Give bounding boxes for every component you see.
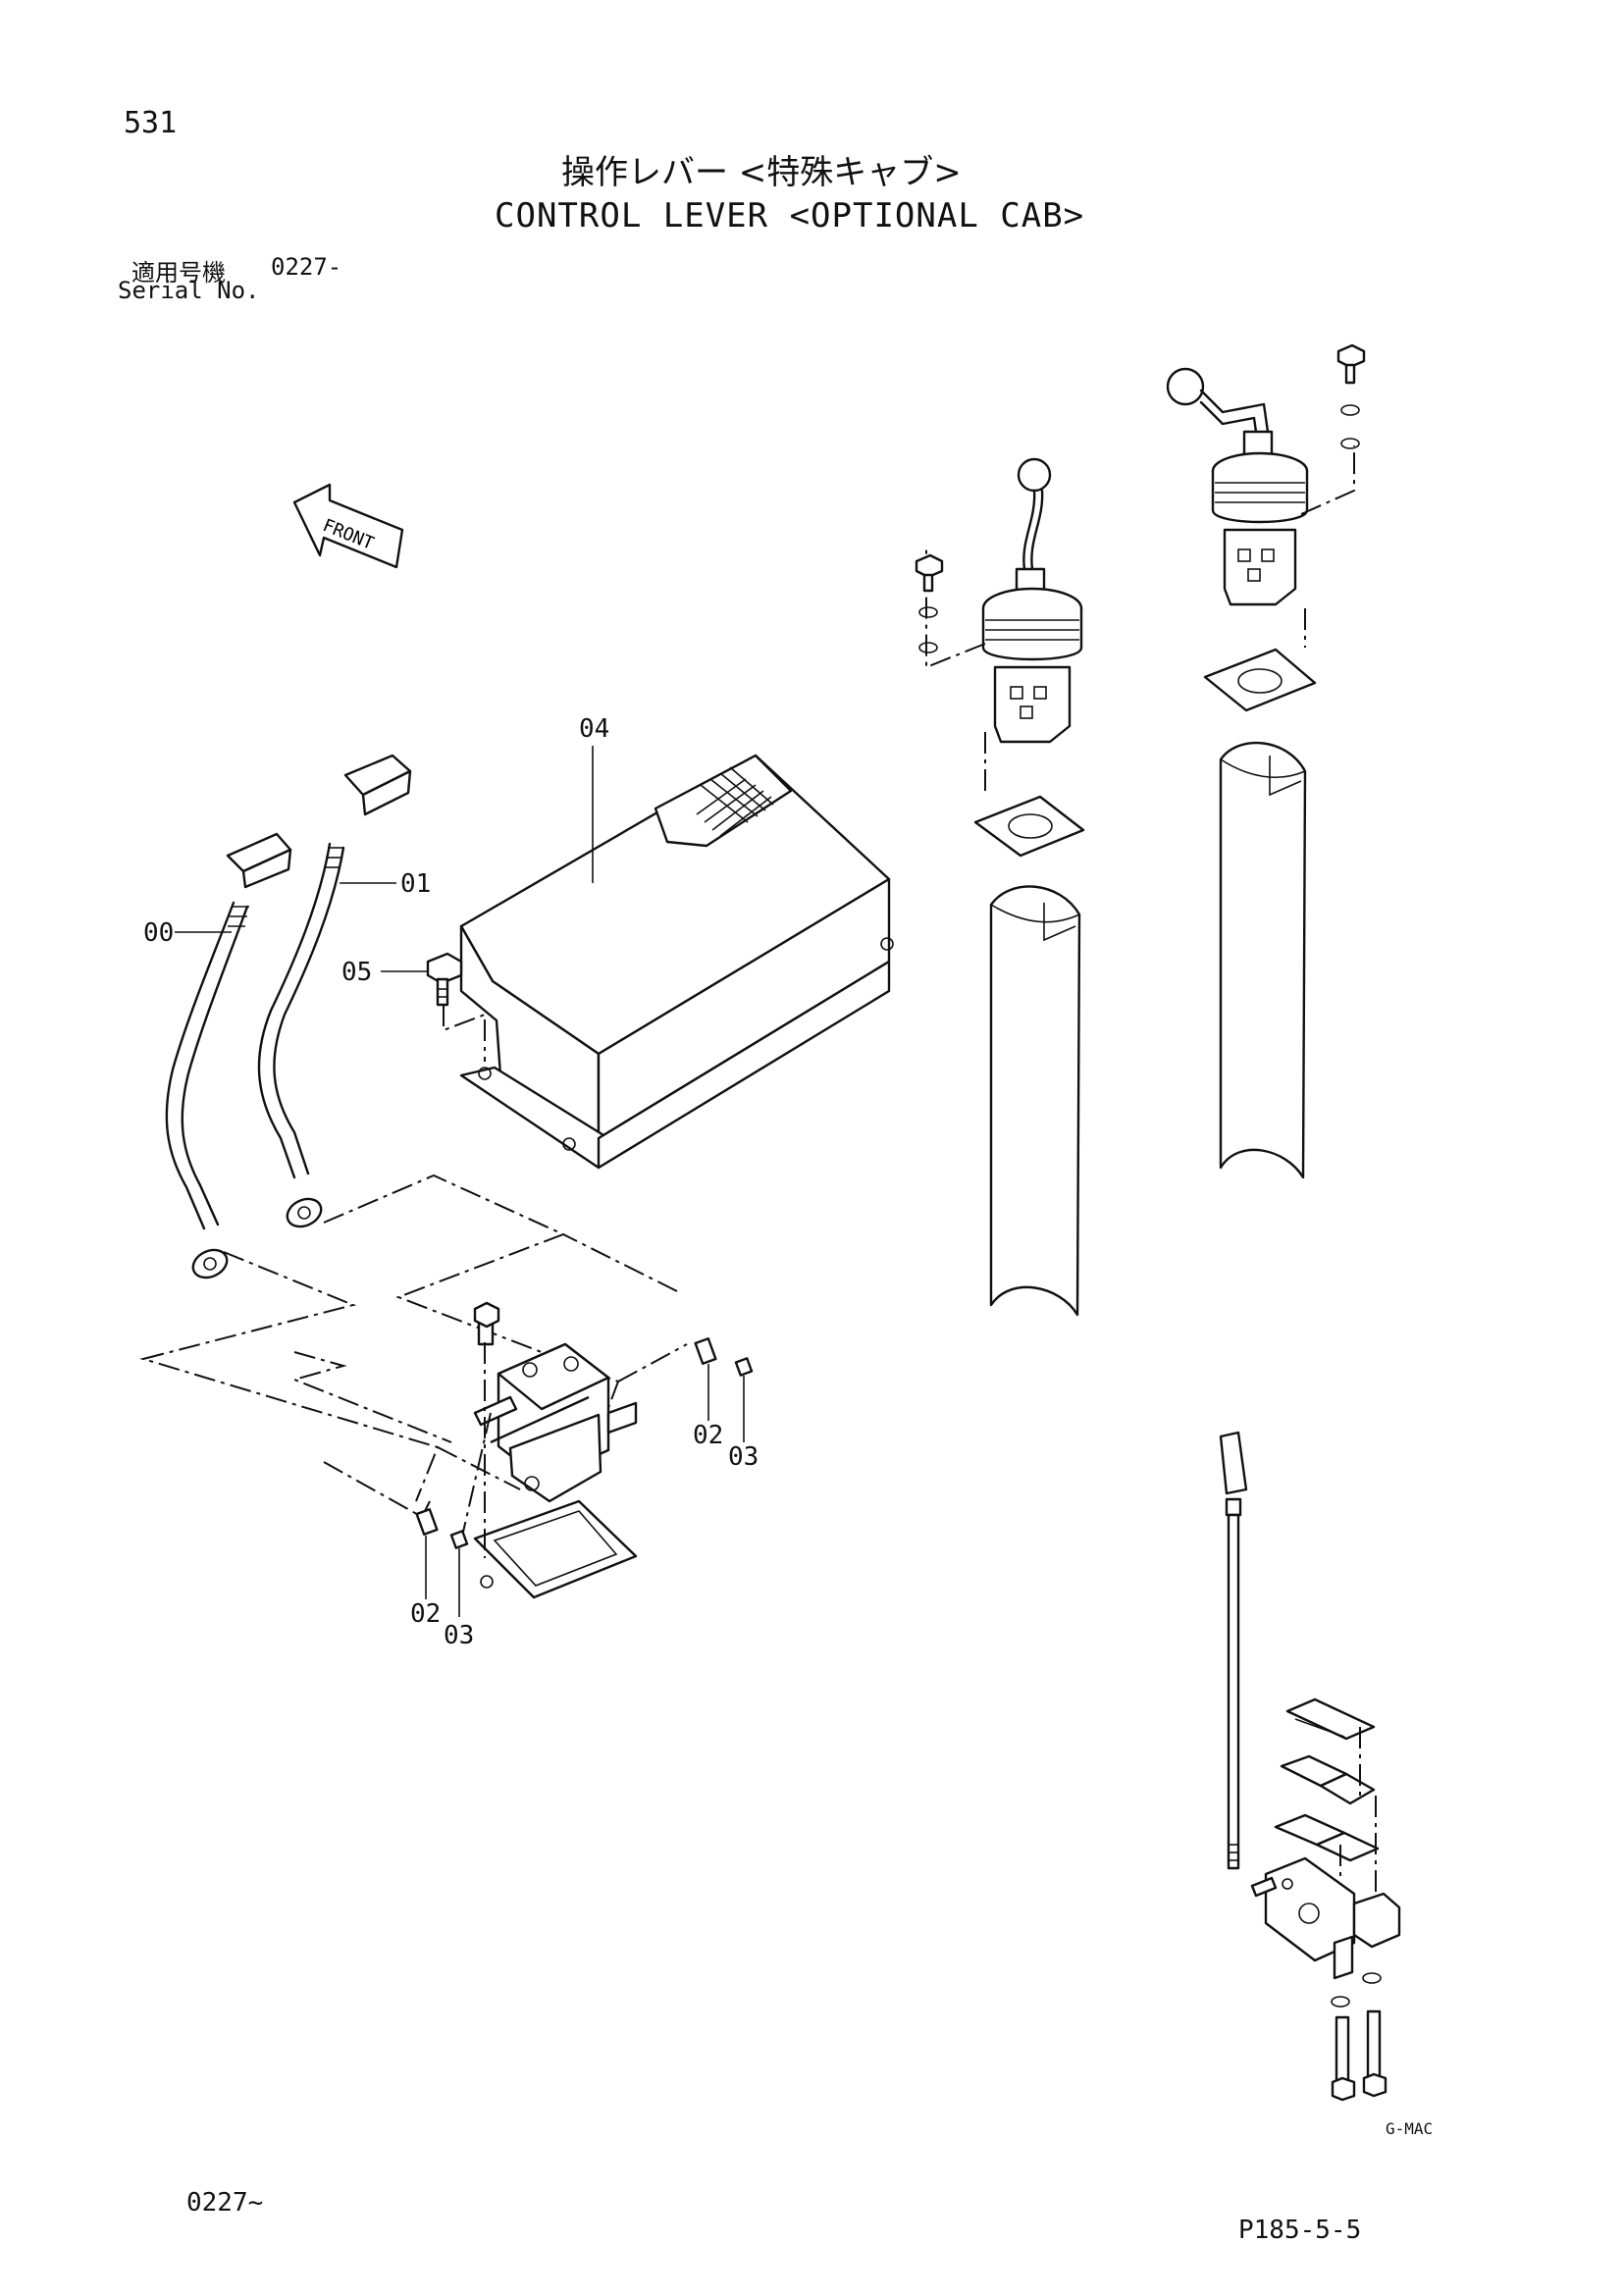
pin-02-icon (415, 1337, 717, 1536)
callout-04: 04 (579, 714, 610, 744)
lever-grip-icon (226, 754, 412, 889)
pin-03-icon (449, 1357, 754, 1549)
joystick-left-icon (925, 457, 1085, 858)
serial-label-english: Serial No. (118, 277, 260, 304)
screw-icon (915, 553, 944, 653)
callout-03-upper: 03 (728, 1442, 759, 1472)
drawing-mark: G-MAC (1386, 2119, 1434, 2138)
lever-rod-00-icon (165, 901, 249, 1279)
footer-page-code: P185-5-5 (1238, 2216, 1362, 2245)
front-arrow-icon: FRONT (292, 483, 404, 569)
joystick-right-icon (1166, 367, 1355, 712)
screw-icon (1336, 343, 1366, 449)
lever-boot-right-icon (1219, 741, 1307, 1179)
callout-05: 05 (341, 958, 373, 987)
title-english: CONTROL LEVER <OPTIONAL CAB> (495, 196, 1085, 235)
page-number: 531 (124, 106, 178, 140)
title-japanese: 操作レバー <特殊キャブ> (561, 153, 962, 192)
callout-00: 00 (143, 918, 175, 948)
callout-leaders (175, 746, 745, 1617)
assembly-guide-lines (139, 1174, 688, 1518)
serial-value: 0227- (271, 253, 342, 281)
callout-02-upper: 02 (693, 1421, 724, 1450)
pilot-valve-icon (460, 1301, 638, 1599)
callout-01: 01 (400, 869, 432, 899)
cover-04-icon (459, 754, 894, 1170)
callout-02-lower: 02 (410, 1599, 442, 1629)
lever-rod-01-icon (257, 842, 345, 1228)
bolt-05-icon (426, 952, 486, 1062)
serial-label-japanese: 適用号機 (131, 259, 226, 287)
lever-boot-left-icon (989, 885, 1081, 1317)
callout-03-lower: 03 (444, 1621, 475, 1650)
footer-serial-range: 0227~ (186, 2188, 264, 2218)
travel-lever-icon (1219, 1431, 1401, 2102)
